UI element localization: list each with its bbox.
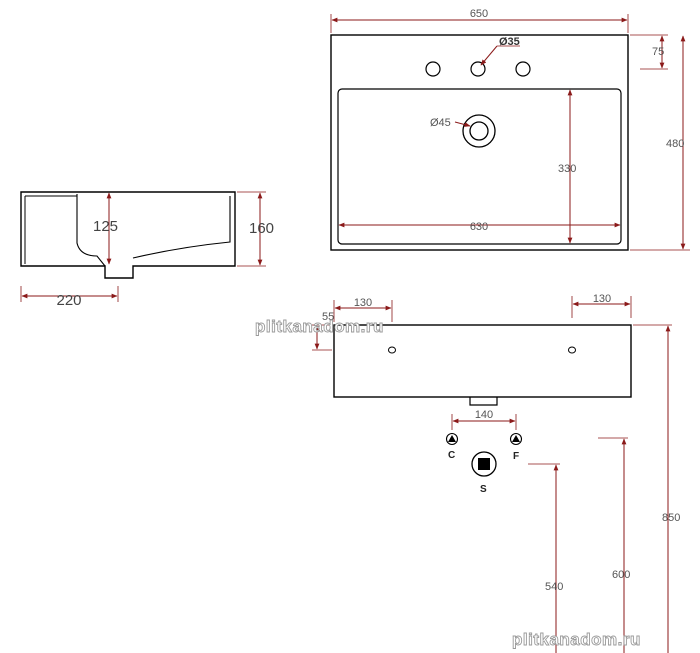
dim-75-label: 75 — [652, 46, 664, 58]
tap-hole-right — [515, 61, 531, 77]
cold-supply-icon — [509, 432, 523, 446]
side-view: 125 160 220 — [20, 191, 274, 309]
top-view-outline — [330, 34, 629, 251]
dim-55-label: 55 — [322, 311, 334, 323]
top-view-basin — [337, 88, 622, 245]
side-view-outline — [20, 191, 236, 279]
dim-650-label: 650 — [470, 8, 488, 20]
front-view: 130 130 55 140 C F S — [312, 293, 680, 653]
leader-d45 — [454, 121, 471, 127]
front-view-drain — [469, 397, 498, 406]
top-view: 650 Ø35 75 480 Ø45 330 630 — [330, 8, 690, 251]
dim-480-label: 480 — [666, 138, 684, 150]
dim-160-label: 160 — [249, 220, 274, 237]
waste-outlet-label: S — [480, 484, 487, 495]
tap-hole-left — [425, 61, 441, 77]
hot-supply-label: C — [448, 450, 455, 461]
dim-600-label: 600 — [612, 569, 630, 581]
dim-125-label: 125 — [93, 218, 118, 235]
waste-outlet-icon — [471, 451, 497, 477]
side-view-bowl — [76, 194, 231, 267]
watermark-bottom: plitkanadom.ru — [512, 630, 641, 649]
drain-outer — [462, 114, 496, 148]
drain-inner — [469, 121, 489, 141]
front-hole-right — [568, 346, 576, 354]
dim-330-label: 330 — [558, 163, 576, 175]
dim-d35-label: Ø35 — [499, 36, 520, 48]
front-hole-left — [388, 346, 396, 354]
dim-130-left-label: 130 — [354, 297, 372, 309]
front-view-outline — [333, 324, 632, 398]
tap-hole-center — [470, 61, 486, 77]
leader-d35 — [480, 45, 498, 66]
dim-130-right-label: 130 — [593, 293, 611, 305]
dim-d45-label: Ø45 — [430, 117, 451, 129]
dim-630-label: 630 — [470, 221, 488, 233]
dim-220-label: 220 — [56, 292, 81, 309]
cold-supply-label: F — [513, 451, 519, 462]
hot-supply-icon — [445, 432, 459, 446]
dim-850-label: 850 — [662, 512, 680, 524]
dim-540-label: 540 — [545, 581, 563, 593]
dim-140-label: 140 — [475, 409, 493, 421]
watermark-mid: plitkanadom.ru — [255, 317, 384, 336]
